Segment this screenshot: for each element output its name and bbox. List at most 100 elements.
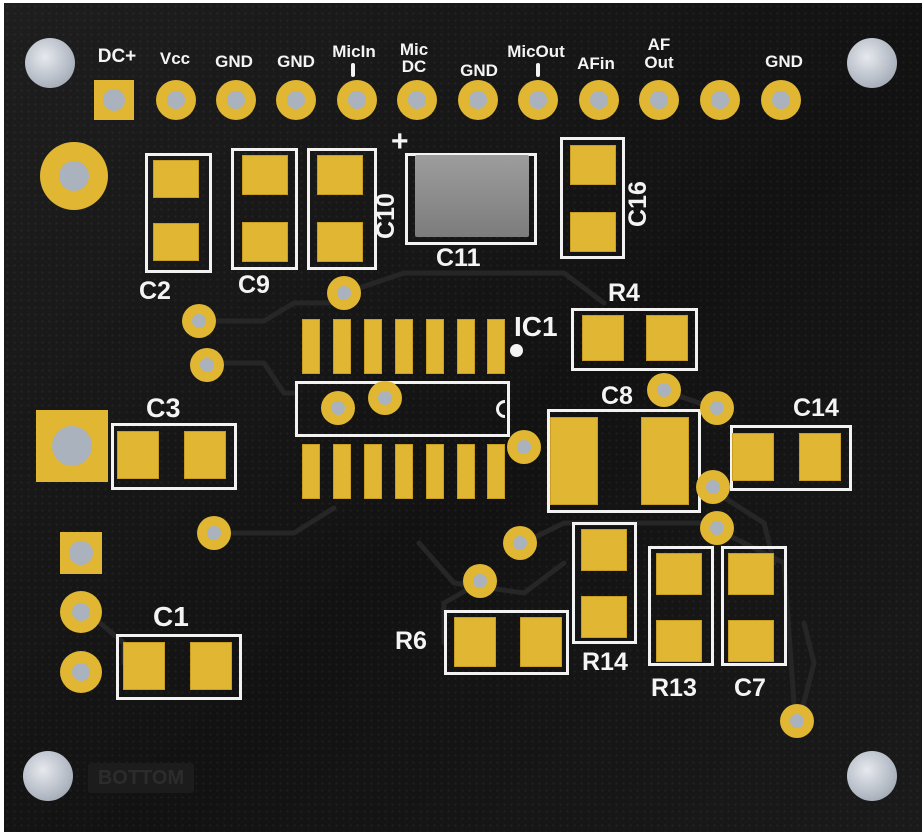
via	[700, 511, 734, 545]
power-pad-round	[40, 142, 108, 210]
via	[190, 348, 224, 382]
via	[647, 373, 681, 407]
mounting-hole-top-right	[847, 38, 897, 88]
pin-marker-mic-in	[351, 63, 355, 77]
pcb-board: DC+ Vcc GND GND MicIn Mic DC GND MicOut …	[4, 3, 922, 832]
pin-marker-mic-out	[536, 63, 540, 77]
ic1-pin	[487, 319, 505, 374]
c11-outline	[405, 153, 537, 245]
header-pin	[337, 80, 377, 120]
header-pin	[276, 80, 316, 120]
header-pin	[639, 80, 679, 120]
c9-outline	[231, 148, 298, 270]
r13-pad-bottom	[656, 620, 702, 662]
r4-outline	[571, 308, 698, 371]
power-pad-square	[36, 410, 108, 482]
via	[182, 304, 216, 338]
mounting-hole-bottom-left	[23, 751, 73, 801]
c11-polarity-mark: +	[391, 125, 409, 158]
r6-label: R6	[395, 627, 427, 655]
ic1-pin	[395, 444, 413, 499]
c14-label: C14	[793, 394, 839, 422]
r14-outline	[572, 522, 637, 644]
ic1-notch	[496, 400, 505, 418]
r13-pad-top	[656, 553, 702, 595]
c8-outline	[547, 409, 701, 513]
r4-pad-left	[582, 315, 624, 361]
r6-pad-right	[520, 617, 562, 667]
r13-label: R13	[651, 674, 697, 702]
r14-pad-top	[581, 529, 627, 571]
pin-label-gnd-4: GND	[765, 52, 803, 71]
c7-label: C7	[734, 674, 766, 702]
header-pin	[579, 80, 619, 120]
c9-pad-top	[242, 155, 288, 195]
c8-pad-right	[641, 417, 689, 505]
c10-label: C10	[372, 193, 400, 239]
c11-body	[415, 155, 529, 237]
r6-pad-left	[454, 617, 496, 667]
header-pin	[156, 80, 196, 120]
connector-pin-square	[60, 532, 102, 574]
c10-pad-bottom	[317, 222, 363, 262]
c8-pad-left	[550, 417, 598, 505]
header-pin-square	[94, 80, 134, 120]
connector-pin	[60, 591, 102, 633]
c1-label: C1	[153, 601, 189, 632]
ic1-pin	[302, 444, 320, 499]
c14-outline	[730, 425, 852, 491]
r6-outline	[444, 610, 569, 675]
c3-outline	[111, 423, 237, 490]
connector-pin	[60, 651, 102, 693]
via	[463, 564, 497, 598]
c10-outline	[307, 148, 377, 270]
ic1-pin	[426, 444, 444, 499]
ic1-pin	[487, 444, 505, 499]
c3-label: C3	[146, 393, 181, 423]
header-pin	[518, 80, 558, 120]
r4-label: R4	[608, 279, 640, 307]
mounting-hole-bottom-right	[847, 751, 897, 801]
c2-pad-top	[153, 160, 199, 198]
c7-pad-top	[728, 553, 774, 595]
via	[368, 381, 402, 415]
c14-pad-left	[732, 433, 774, 481]
ic1-pin	[426, 319, 444, 374]
via	[197, 516, 231, 550]
ic1-pin	[333, 319, 351, 374]
c7-outline	[721, 546, 787, 666]
r14-pad-bottom	[581, 596, 627, 638]
c9-label: C9	[238, 271, 270, 299]
ic1-label: IC1	[514, 311, 558, 342]
pin-label-mic-out: MicOut	[507, 42, 565, 61]
c11-label: C11	[436, 244, 481, 272]
bottom-layer-label: BOTTOM	[88, 763, 194, 793]
c16-outline	[560, 137, 625, 259]
c2-pad-bottom	[153, 223, 199, 261]
pin-label-gnd-3: GND	[460, 61, 498, 80]
via	[321, 391, 355, 425]
ic1-pin	[364, 444, 382, 499]
c3-pad-left	[117, 431, 159, 479]
pin-label-af-out: AF Out	[644, 35, 674, 72]
mounting-hole-top-left	[25, 38, 75, 88]
via	[780, 704, 814, 738]
via	[507, 430, 541, 464]
ic1-pin	[364, 319, 382, 374]
ic1-pin	[457, 444, 475, 499]
r14-label: R14	[582, 648, 628, 676]
ic1-pin	[333, 444, 351, 499]
ic1-pin	[302, 319, 320, 374]
via	[696, 470, 730, 504]
r13-outline	[648, 546, 714, 666]
pin-label-af-in: AFin	[577, 54, 615, 73]
ic1-pin1-dot	[510, 344, 523, 357]
c9-pad-bottom	[242, 222, 288, 262]
c2-outline	[145, 153, 212, 273]
c16-pad-bottom	[570, 212, 616, 252]
c1-outline	[116, 634, 242, 700]
c2-label: C2	[139, 277, 171, 305]
ic1-pin	[395, 319, 413, 374]
ic1-outline	[295, 381, 510, 437]
pin-label-dc-plus: DC+	[97, 46, 137, 67]
